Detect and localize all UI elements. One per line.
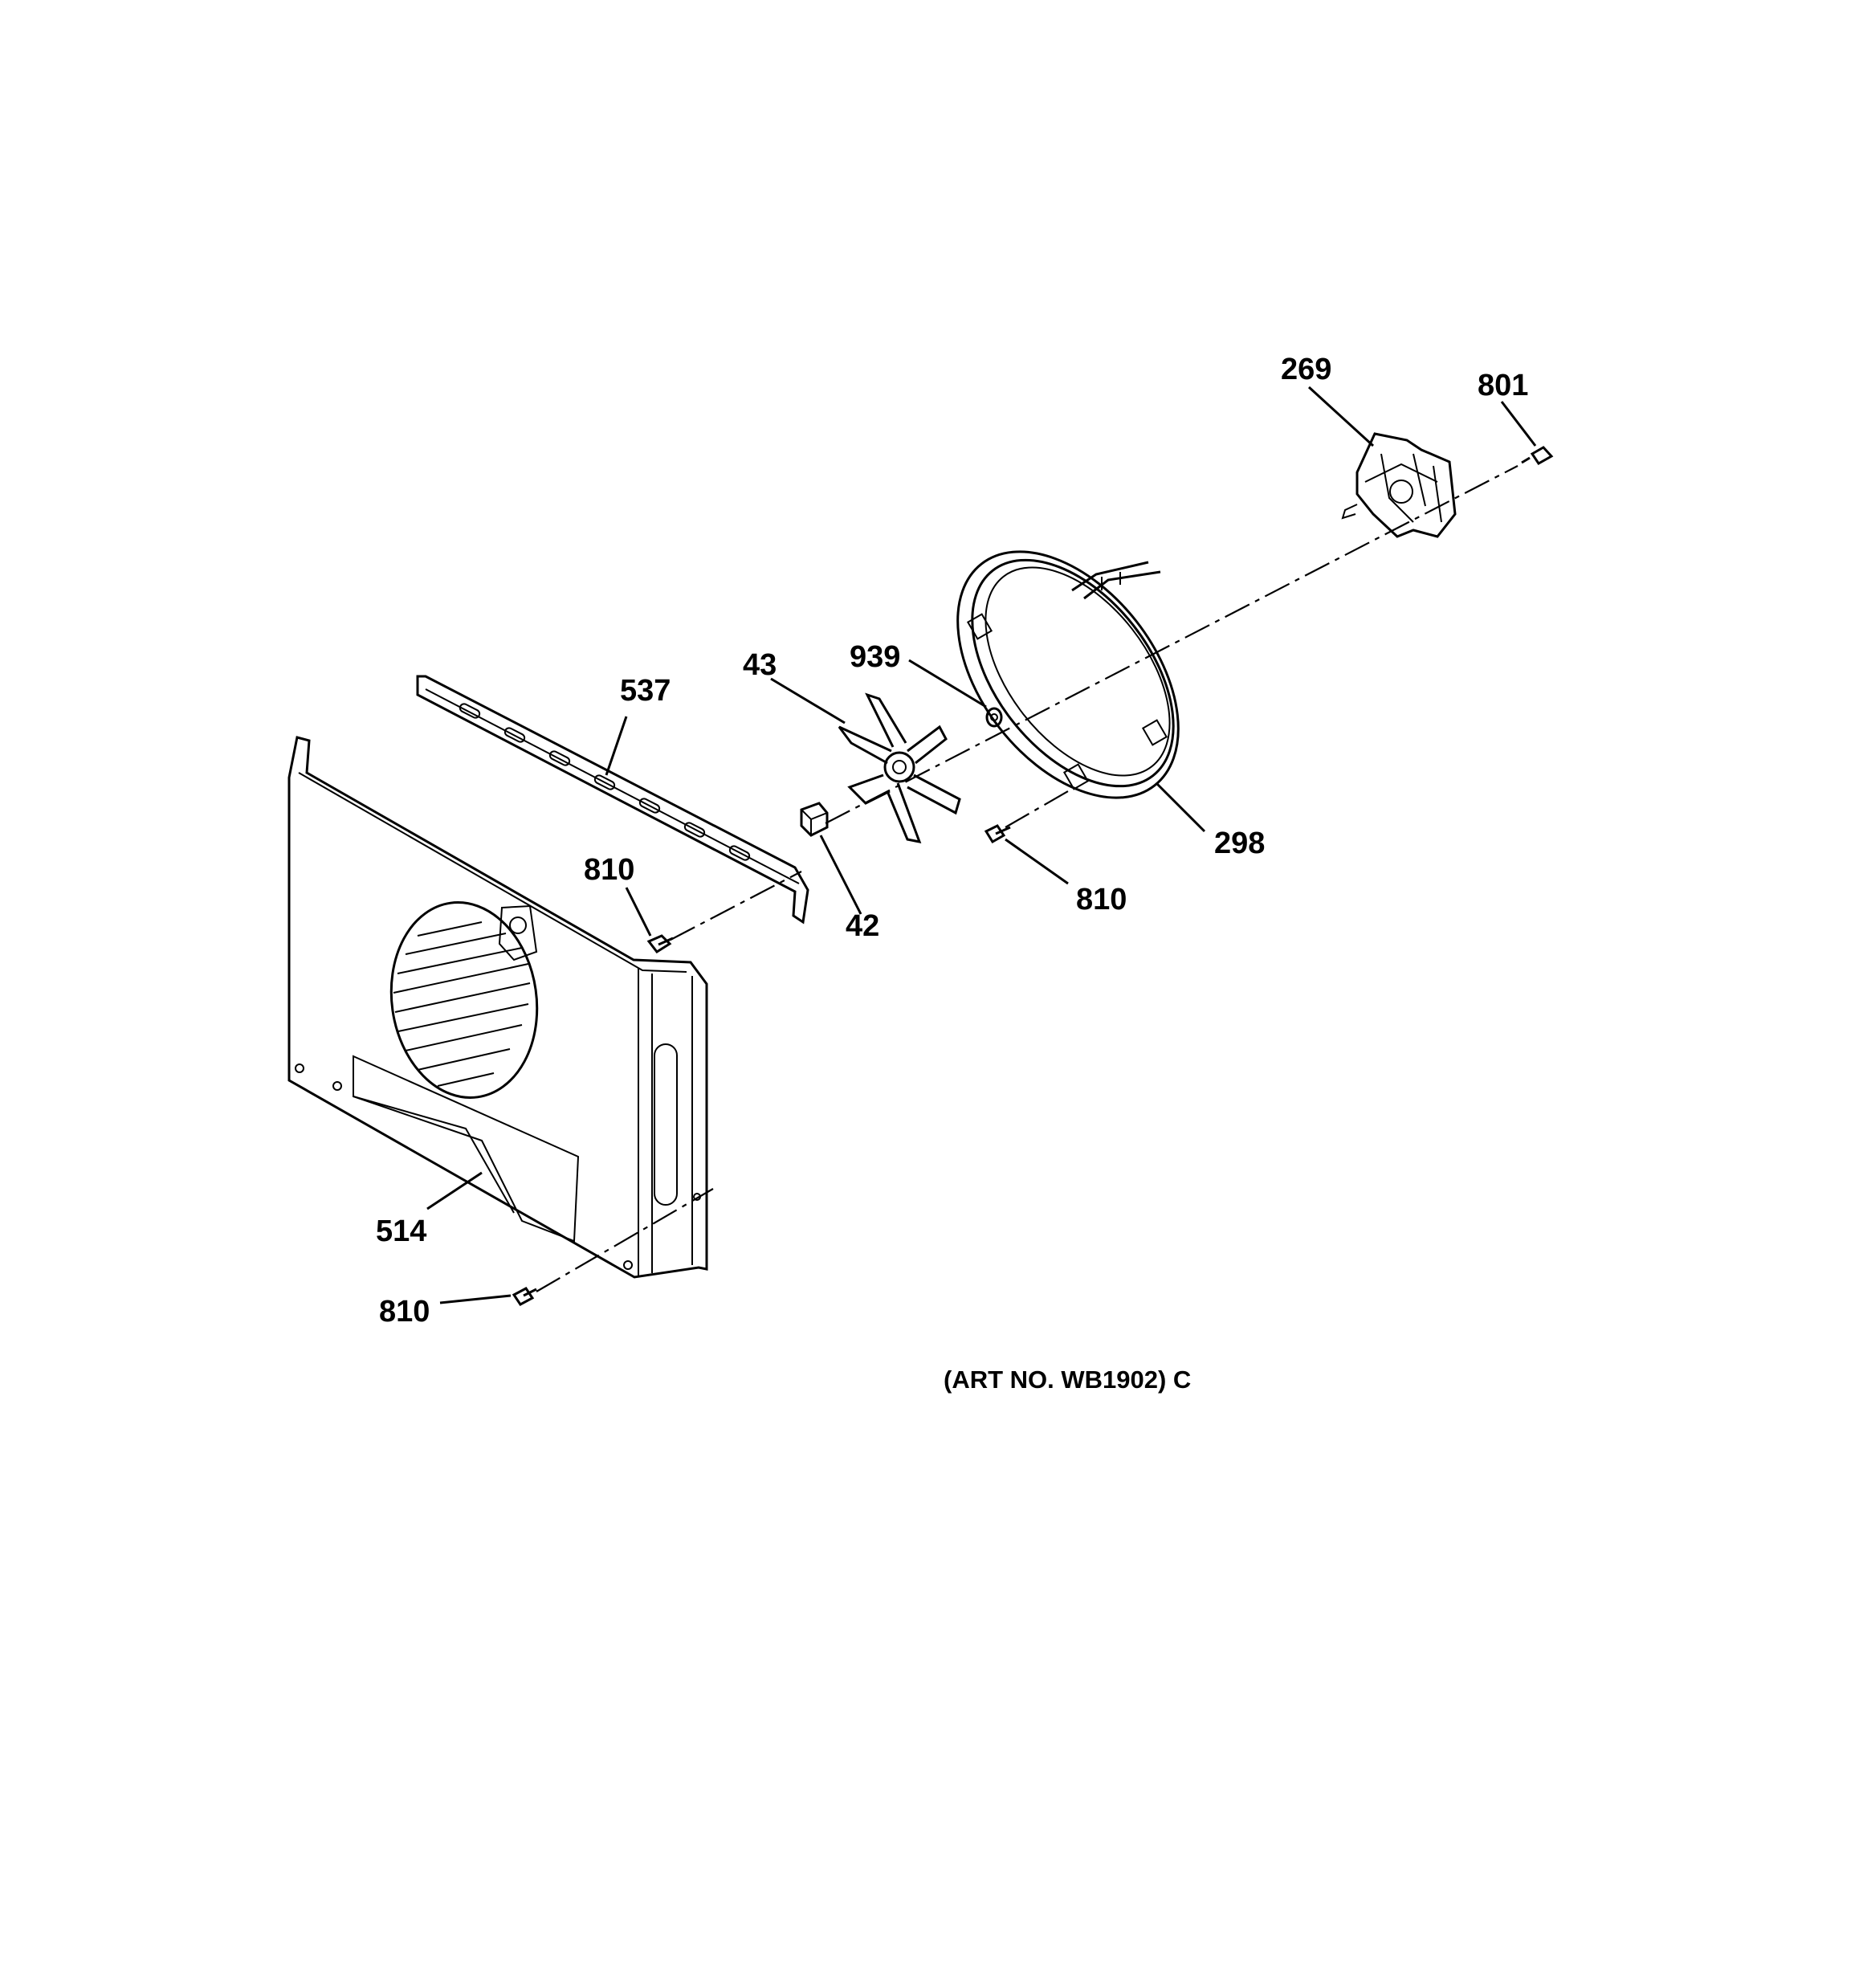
screw-810-mid: [984, 824, 1011, 844]
washer: [985, 707, 1003, 728]
label-810-top: 810: [584, 853, 634, 887]
screw-810-bottom: [512, 1287, 537, 1306]
screw-810-top: [646, 934, 674, 953]
label-43: 43: [743, 648, 777, 682]
label-514: 514: [376, 1214, 426, 1248]
vent-slots: [393, 921, 531, 1087]
nut: [800, 802, 829, 837]
rear-cover-panel: [287, 736, 708, 1279]
label-801: 801: [1478, 369, 1528, 402]
label-537: 537: [620, 674, 671, 708]
heating-element: [956, 550, 1180, 799]
screw-801: [1521, 446, 1554, 465]
bracket-slots: [459, 703, 751, 861]
label-269: 269: [1281, 353, 1331, 386]
label-42: 42: [846, 909, 879, 943]
part-labels: 269 801 939 43 537 298 810 42 810 514 81…: [376, 353, 1528, 1329]
label-298: 298: [1214, 827, 1265, 860]
label-810-bottom: 810: [379, 1295, 430, 1329]
art-number: (ART NO. WB1902) C: [944, 1365, 1191, 1394]
side-slot: [654, 1043, 678, 1206]
assembly-axis-lines: [536, 465, 1519, 1292]
leader-lines: [426, 386, 1537, 1304]
fan-blade: [838, 692, 961, 843]
fan-motor: [1341, 432, 1457, 538]
vent-grille: [389, 901, 539, 1099]
bracket: [416, 675, 809, 925]
label-810-mid: 810: [1076, 883, 1127, 916]
label-939: 939: [850, 640, 900, 674]
